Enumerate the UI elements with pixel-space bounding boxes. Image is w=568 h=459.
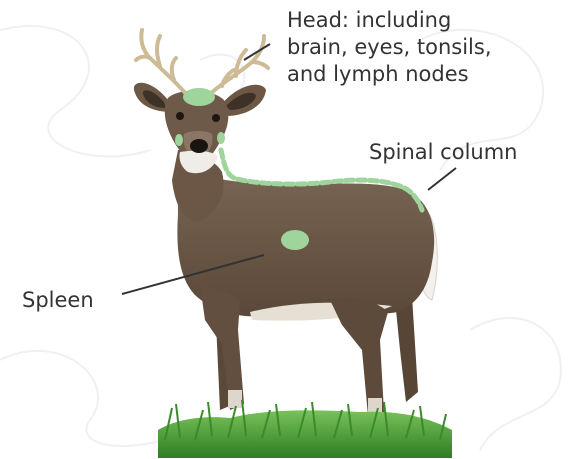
deer-eye-right [212,114,220,122]
deer-eye-left [176,112,184,120]
head-label-line-1: Head: including [287,7,492,34]
spinal-column-label: Spinal column [369,139,518,166]
highlight-lymph-left [175,134,183,146]
deer-nose [190,139,208,153]
head-label-line-3: and lymph nodes [287,61,492,88]
highlight-lymph-right [217,132,225,144]
grass [158,400,452,458]
deer-ankle-front [228,390,242,408]
highlight-brain [183,88,215,106]
head-label-line-2: brain, eyes, tonsils, [287,34,492,61]
leader-line-spinal-column [428,168,456,190]
spleen-label: Spleen [22,287,94,314]
head-label: Head: including brain, eyes, tonsils, an… [287,7,492,88]
deer-leg-far-hind [395,296,418,402]
highlight-spleen [281,230,309,250]
